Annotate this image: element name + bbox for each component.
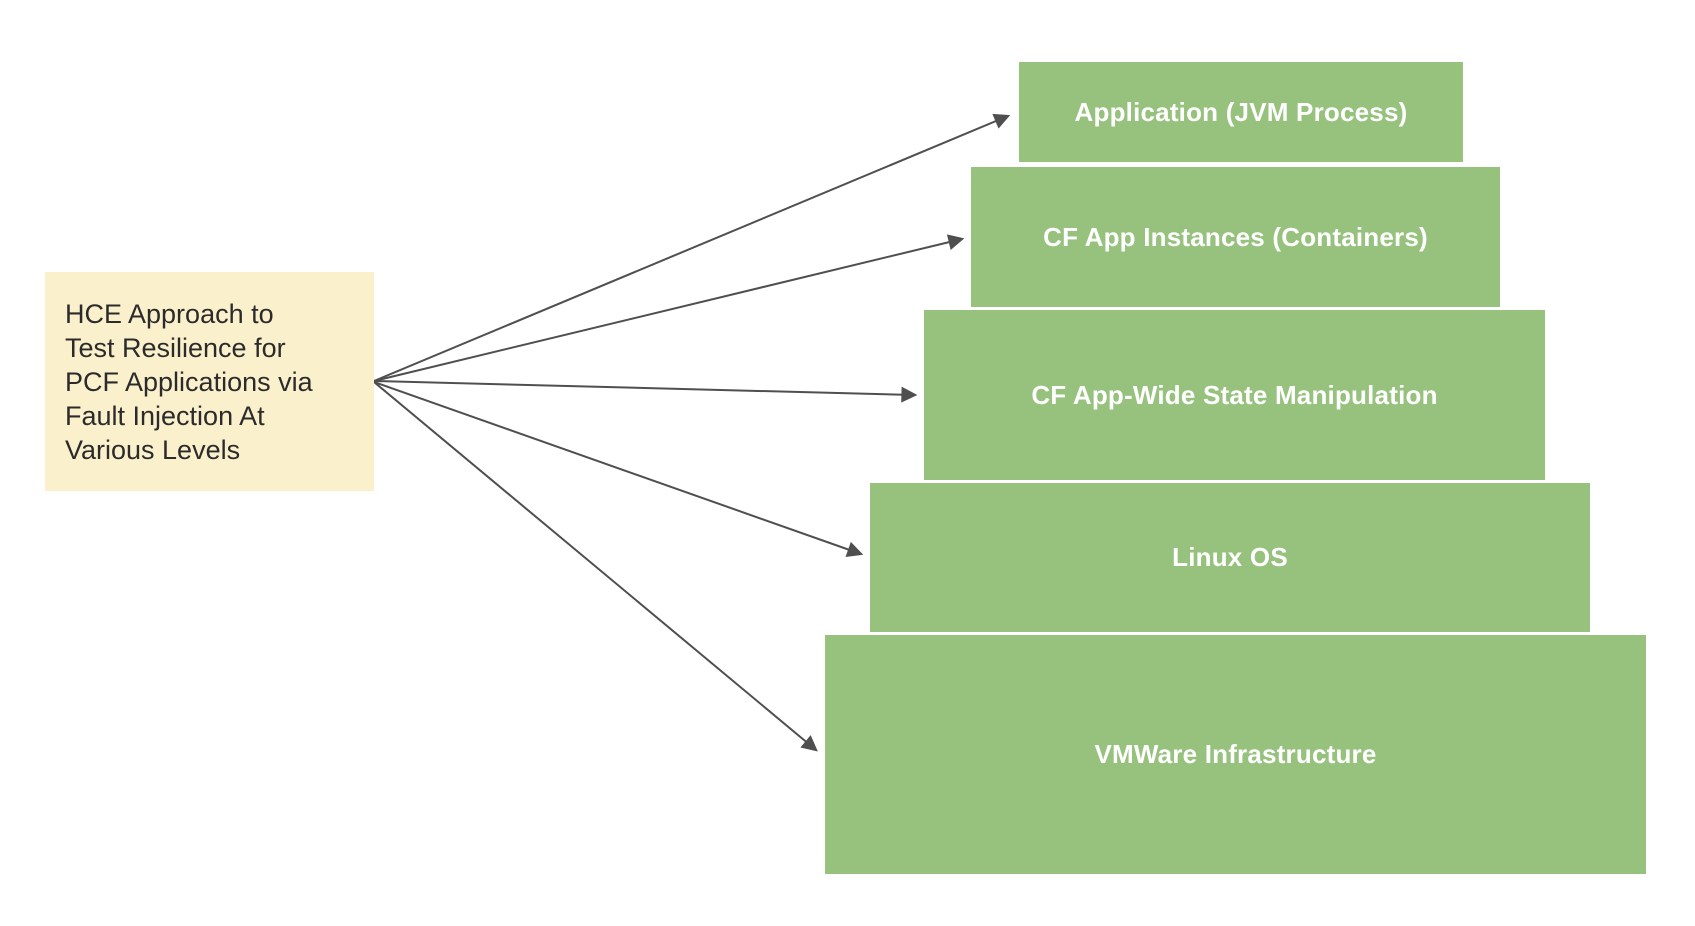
arrow-to-vmware-infrastructure [373, 381, 818, 752]
arrow-to-application [373, 113, 1011, 382]
source-note-line: HCE Approach to [65, 298, 274, 329]
level-box-cf-app-wide-state: CF App-Wide State Manipulation [924, 310, 1545, 480]
source-note-line: Various Levels [65, 434, 241, 465]
level-box-application: Application (JVM Process) [1019, 62, 1463, 162]
level-box-label: Linux OS [1172, 542, 1288, 572]
source-note-line: Test Resilience for [65, 332, 286, 363]
level-box-label: Application (JVM Process) [1074, 96, 1408, 127]
level-box-label: VMWare Infrastructure [1094, 739, 1377, 769]
level-box-cf-app-instances: CF App Instances (Containers) [971, 167, 1500, 307]
arrow-to-cf-app-wide-state [373, 380, 918, 403]
source-note-line: Fault Injection At [65, 400, 265, 431]
arrow-to-cf-app-instances [373, 234, 965, 382]
arrow-to-linux-os [373, 381, 864, 558]
level-box-label: CF App-Wide State Manipulation [1031, 379, 1438, 410]
level-box-vmware-infrastructure: VMWare Infrastructure [825, 635, 1646, 874]
source-note-line: PCF Applications via [65, 366, 313, 397]
level-box-linux-os: Linux OS [870, 483, 1590, 632]
source-note-box: HCE Approach to Test Resilience for PCF … [45, 272, 374, 491]
level-box-label: CF App Instances (Containers) [1043, 221, 1428, 252]
